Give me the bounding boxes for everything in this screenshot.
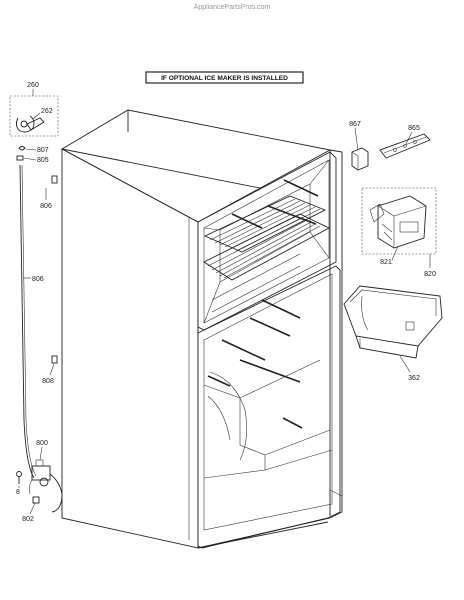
callout-260: 260 [27, 82, 39, 89]
callout-807: 807 [37, 147, 49, 154]
part-806-water-tube[interactable] [19, 164, 37, 479]
callout-806-a: 806 [40, 203, 52, 210]
callout-362: 362 [408, 375, 420, 382]
watermark-text: AppliancePartsPros.com [194, 4, 271, 11]
callout-806-b: 806 [32, 276, 44, 283]
part-260-group[interactable] [9, 95, 59, 137]
callout-800: 800 [36, 440, 48, 447]
part-820-ice-maker-group[interactable] [361, 187, 437, 255]
callout-865: 865 [408, 125, 420, 132]
callout-867: 867 [349, 121, 361, 128]
part-800-water-valve[interactable] [29, 459, 63, 513]
callout-805: 805 [37, 157, 49, 164]
banner-text: IF OPTIONAL ICE MAKER IS INSTALLED [161, 75, 288, 82]
part-867-bracket[interactable] [351, 147, 369, 171]
part-865-cover-bar[interactable] [379, 133, 431, 159]
ice-maker-banner: IF OPTIONAL ICE MAKER IS INSTALLED [145, 71, 304, 84]
part-362-ice-bucket[interactable] [343, 285, 443, 359]
part-8-screw[interactable] [16, 471, 22, 485]
freezer-floor-ribs [207, 216, 321, 313]
callout-8: 8 [16, 489, 20, 496]
part-808-clip[interactable] [51, 355, 58, 364]
callout-820: 820 [424, 271, 436, 278]
part-807-clip[interactable] [18, 146, 26, 151]
callout-821: 821 [380, 259, 392, 266]
callout-808: 808 [42, 378, 54, 385]
refrigerator-cabinet [60, 109, 343, 549]
callout-802: 802 [22, 516, 34, 523]
part-805-clip[interactable] [16, 155, 24, 161]
part-806-clip-upper[interactable] [51, 175, 58, 184]
part-802-fitting[interactable] [32, 496, 40, 504]
callout-262: 262 [41, 108, 53, 115]
